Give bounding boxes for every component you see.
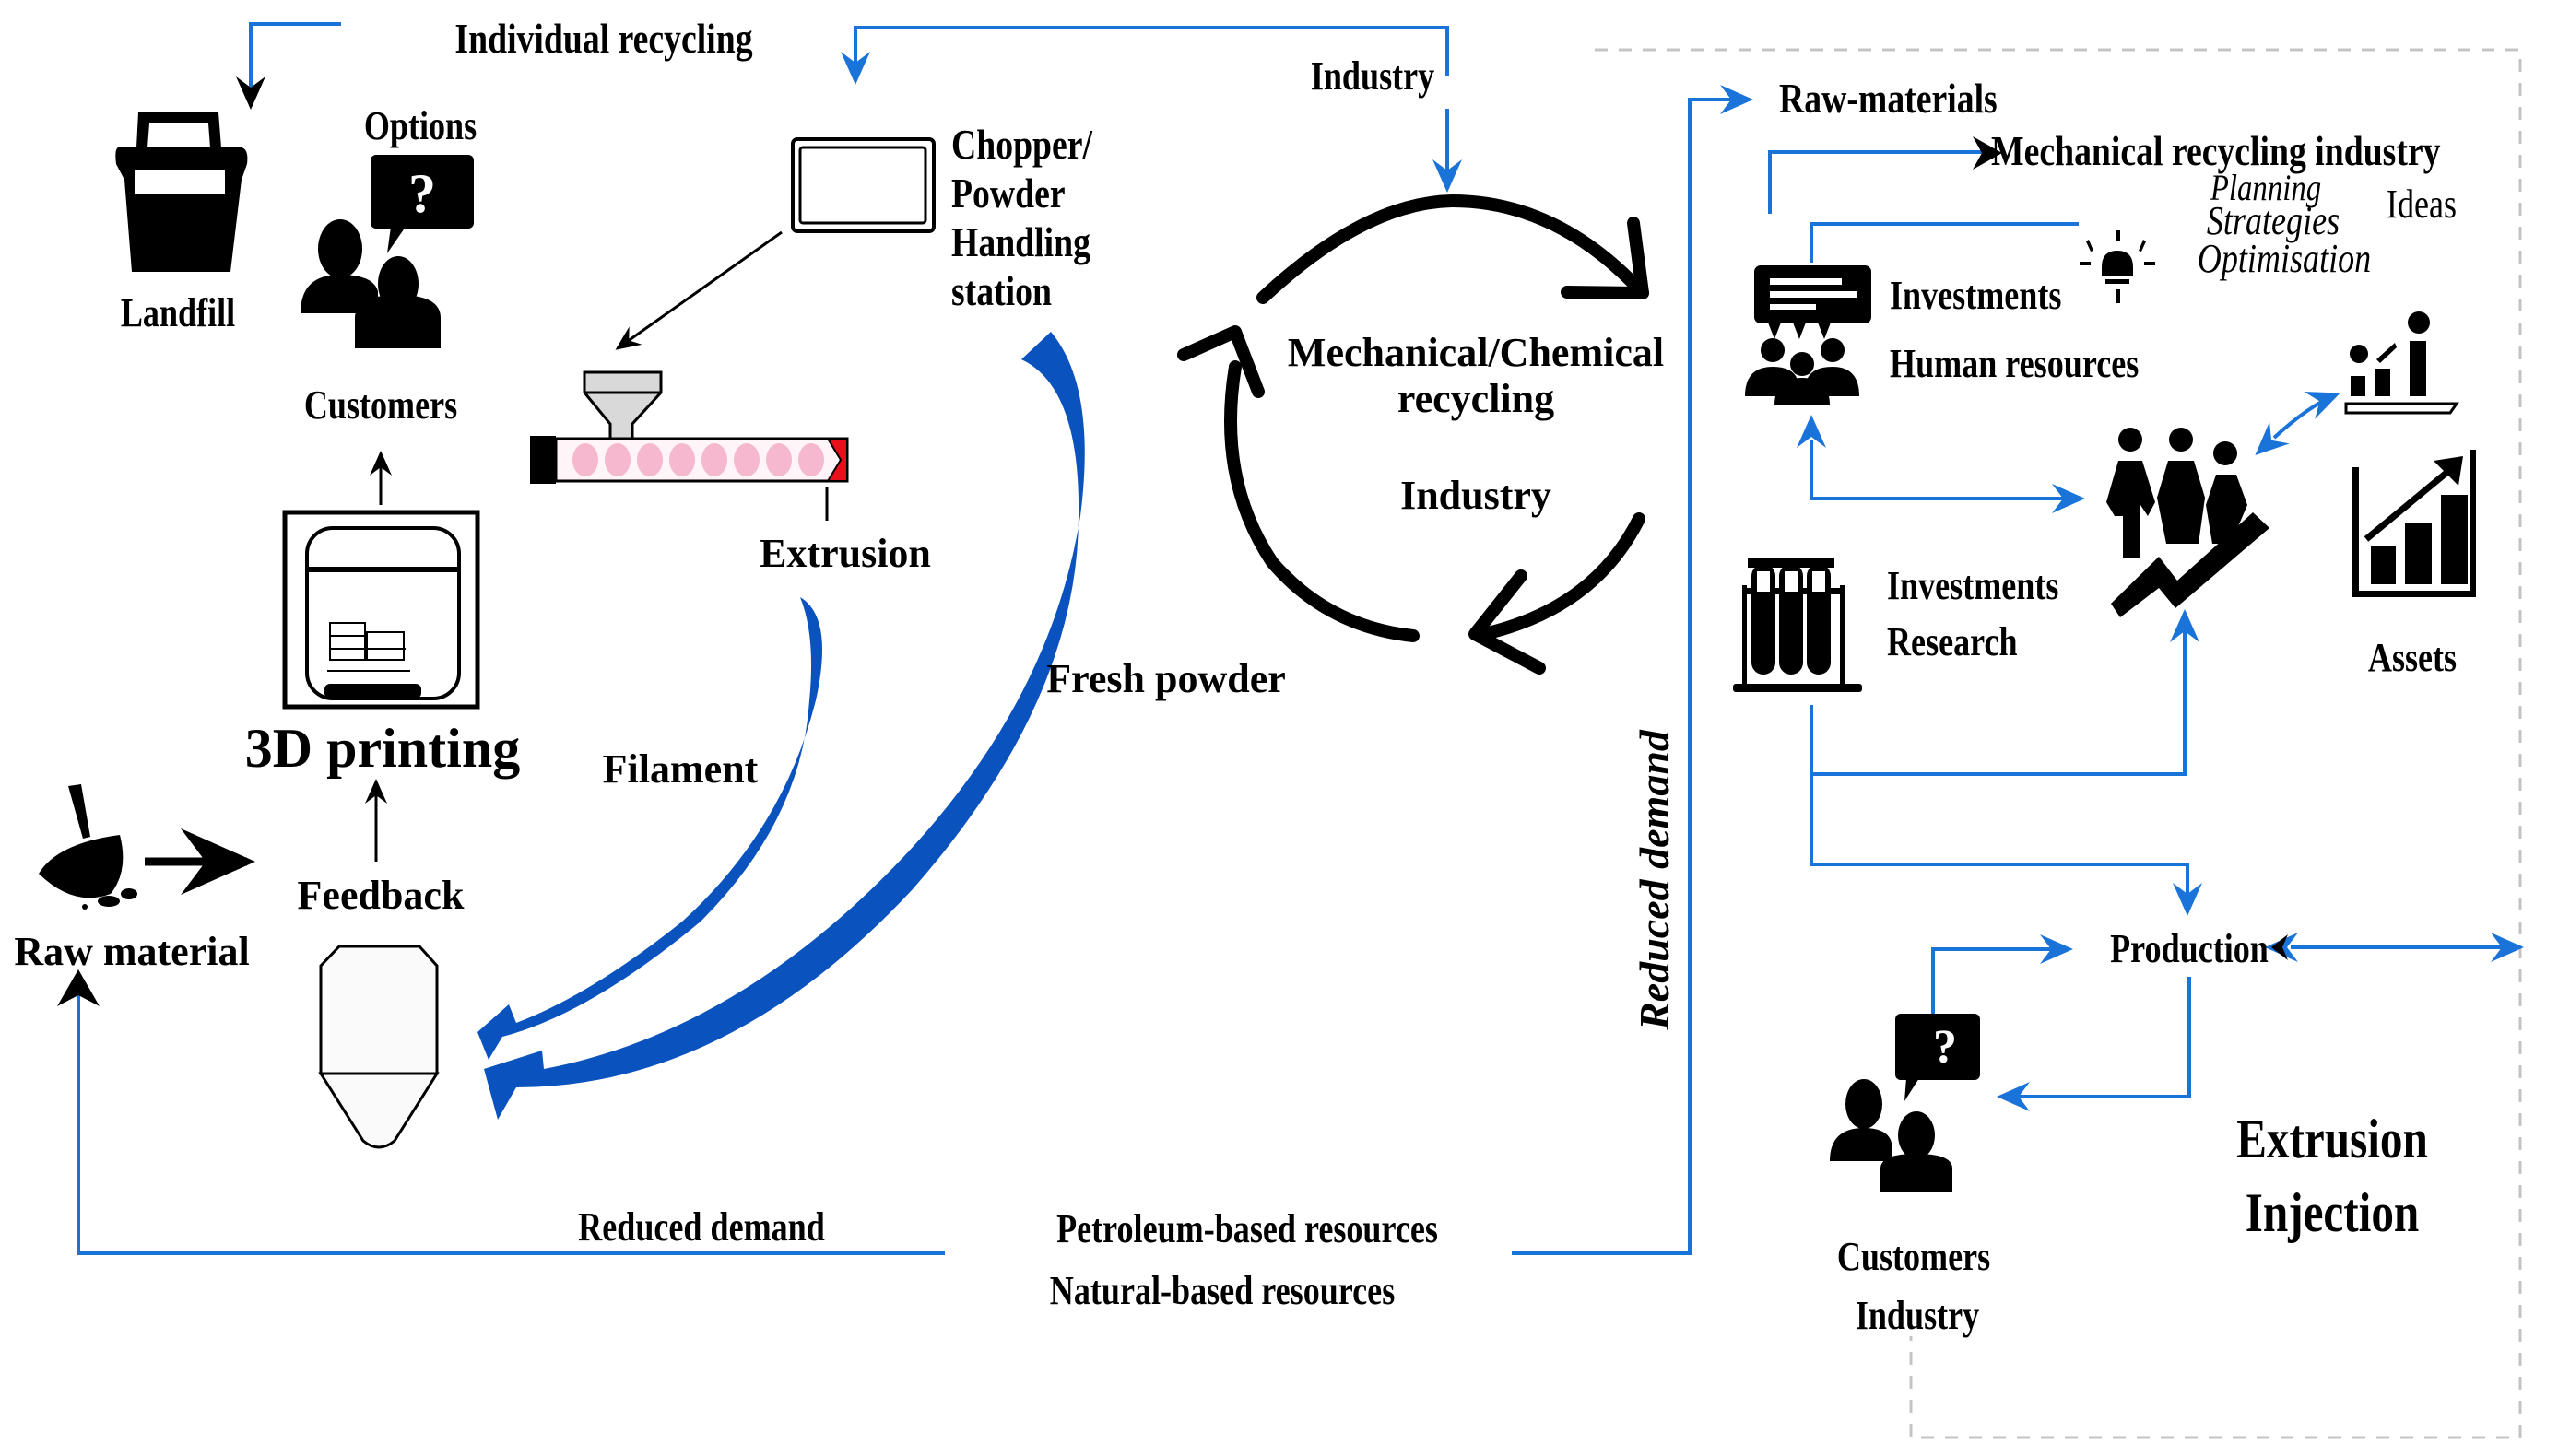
label-extrusion-left: Extrusion [760, 531, 931, 576]
flow-reduced-demand-bottom [77, 977, 945, 1255]
label-feedback: Feedback [297, 873, 465, 918]
label-raw-materials: Raw-materials [1779, 75, 1998, 122]
label-fresh-powder: Fresh powder [1046, 656, 1286, 701]
label-strategies: Strategies [2206, 198, 2340, 243]
customers-question-icon [301, 155, 474, 348]
flow-hr-to-team [1797, 415, 2085, 513]
label-raw-material: Raw material [14, 929, 250, 974]
label-3d-printing: 3D printing [244, 718, 521, 779]
label-chopper-3: Handling [951, 218, 1090, 265]
filament-arrow [477, 597, 823, 1060]
label-petroleum-resources: Petroleum-based resources [1056, 1206, 1438, 1251]
flow-to-ideas [1810, 222, 2079, 263]
growth-chart-icon [2352, 450, 2476, 597]
label-optimisation: Optimisation [2197, 236, 2372, 281]
label-cycle-title-1: Mechanical/Chemical [1287, 330, 1665, 375]
lightbulb-icon [2080, 230, 2155, 303]
recycle-cycle-icon [1177, 194, 1649, 675]
label-planning: Planning [2210, 167, 2322, 208]
label-assets: Assets [2367, 635, 2458, 680]
label-options: Options [363, 103, 477, 148]
flow-customers-to-production [1931, 934, 2073, 1016]
label-filament: Filament [602, 746, 759, 792]
hopper-icon [318, 945, 440, 1149]
label-individual-recycling: Individual recycling [454, 15, 753, 62]
flow-production-to-customers [1997, 977, 2191, 1111]
label-chopper-2: Powder [951, 170, 1066, 217]
label-reduced-demand-vertical: Reduced demand [1631, 730, 1678, 1030]
label-chopper-1: Chopper/ [951, 121, 1093, 168]
team-growth-icon [2106, 428, 2269, 617]
label-extrusion-right: Extrusion [2236, 1109, 2428, 1169]
landfill-bin-icon [115, 112, 248, 272]
label-customers-left: Customers [303, 382, 458, 428]
industry-region-border [1595, 48, 2522, 1439]
arrow-chopper-to-extruder [615, 230, 783, 350]
question-mark-right: ? [1933, 1021, 1957, 1074]
label-research: Research [1887, 619, 2018, 664]
label-injection: Injection [2245, 1182, 2420, 1243]
shovel-icon [39, 784, 137, 910]
label-cycle-title-2: recycling [1397, 376, 1555, 421]
label-industry-right: Industry [1855, 1293, 1980, 1338]
label-natural-resources: Natural-based resources [1049, 1268, 1396, 1313]
label-mech-recycling-industry: Mechanical recycling industry [1991, 127, 2441, 174]
label-industry-top: Industry [1310, 53, 1435, 99]
customers-question-icon-right [1830, 1014, 1980, 1192]
label-landfill: Landfill [120, 290, 236, 335]
label-customers-right: Customers [1836, 1234, 1991, 1279]
label-investments-2: Investments [1887, 563, 2059, 608]
label-ideas: Ideas [2386, 182, 2458, 227]
presentation-icon [1754, 265, 1871, 339]
label-production: Production [2110, 926, 2269, 971]
black-arrows [365, 230, 783, 862]
flow-top-bracket [841, 26, 1449, 85]
test-tubes-icon [1733, 558, 1862, 692]
arrowhead-production-left [2271, 934, 2288, 960]
flow-lines [77, 22, 2524, 1255]
label-reduced-demand: Reduced demand [578, 1204, 825, 1250]
question-mark-left: ? [408, 163, 436, 224]
flow-individual-to-landfill [236, 22, 341, 110]
arrowhead-mech-industry [1973, 136, 2002, 170]
flow-research-to-team [1810, 609, 2199, 776]
printer-3d-icon [282, 510, 480, 710]
label-chopper-4: station [951, 267, 1052, 314]
chopper-icon [791, 137, 936, 233]
flow-team-to-chart [2255, 392, 2340, 455]
label-cycle-industry: Industry [1400, 473, 1551, 518]
label-investments-1: Investments [1890, 273, 2062, 318]
label-human-resources: Human resources [1890, 341, 2140, 386]
flow-research-to-production [1810, 774, 2202, 916]
team-icon [1745, 338, 1859, 405]
arrowhead-raw-material [57, 969, 100, 1006]
flow-to-raw-materials [1512, 85, 1753, 1255]
presenter-chart-icon [2344, 311, 2459, 415]
flow-to-mech-industry [1768, 150, 1991, 214]
extruder-icon [530, 370, 849, 521]
